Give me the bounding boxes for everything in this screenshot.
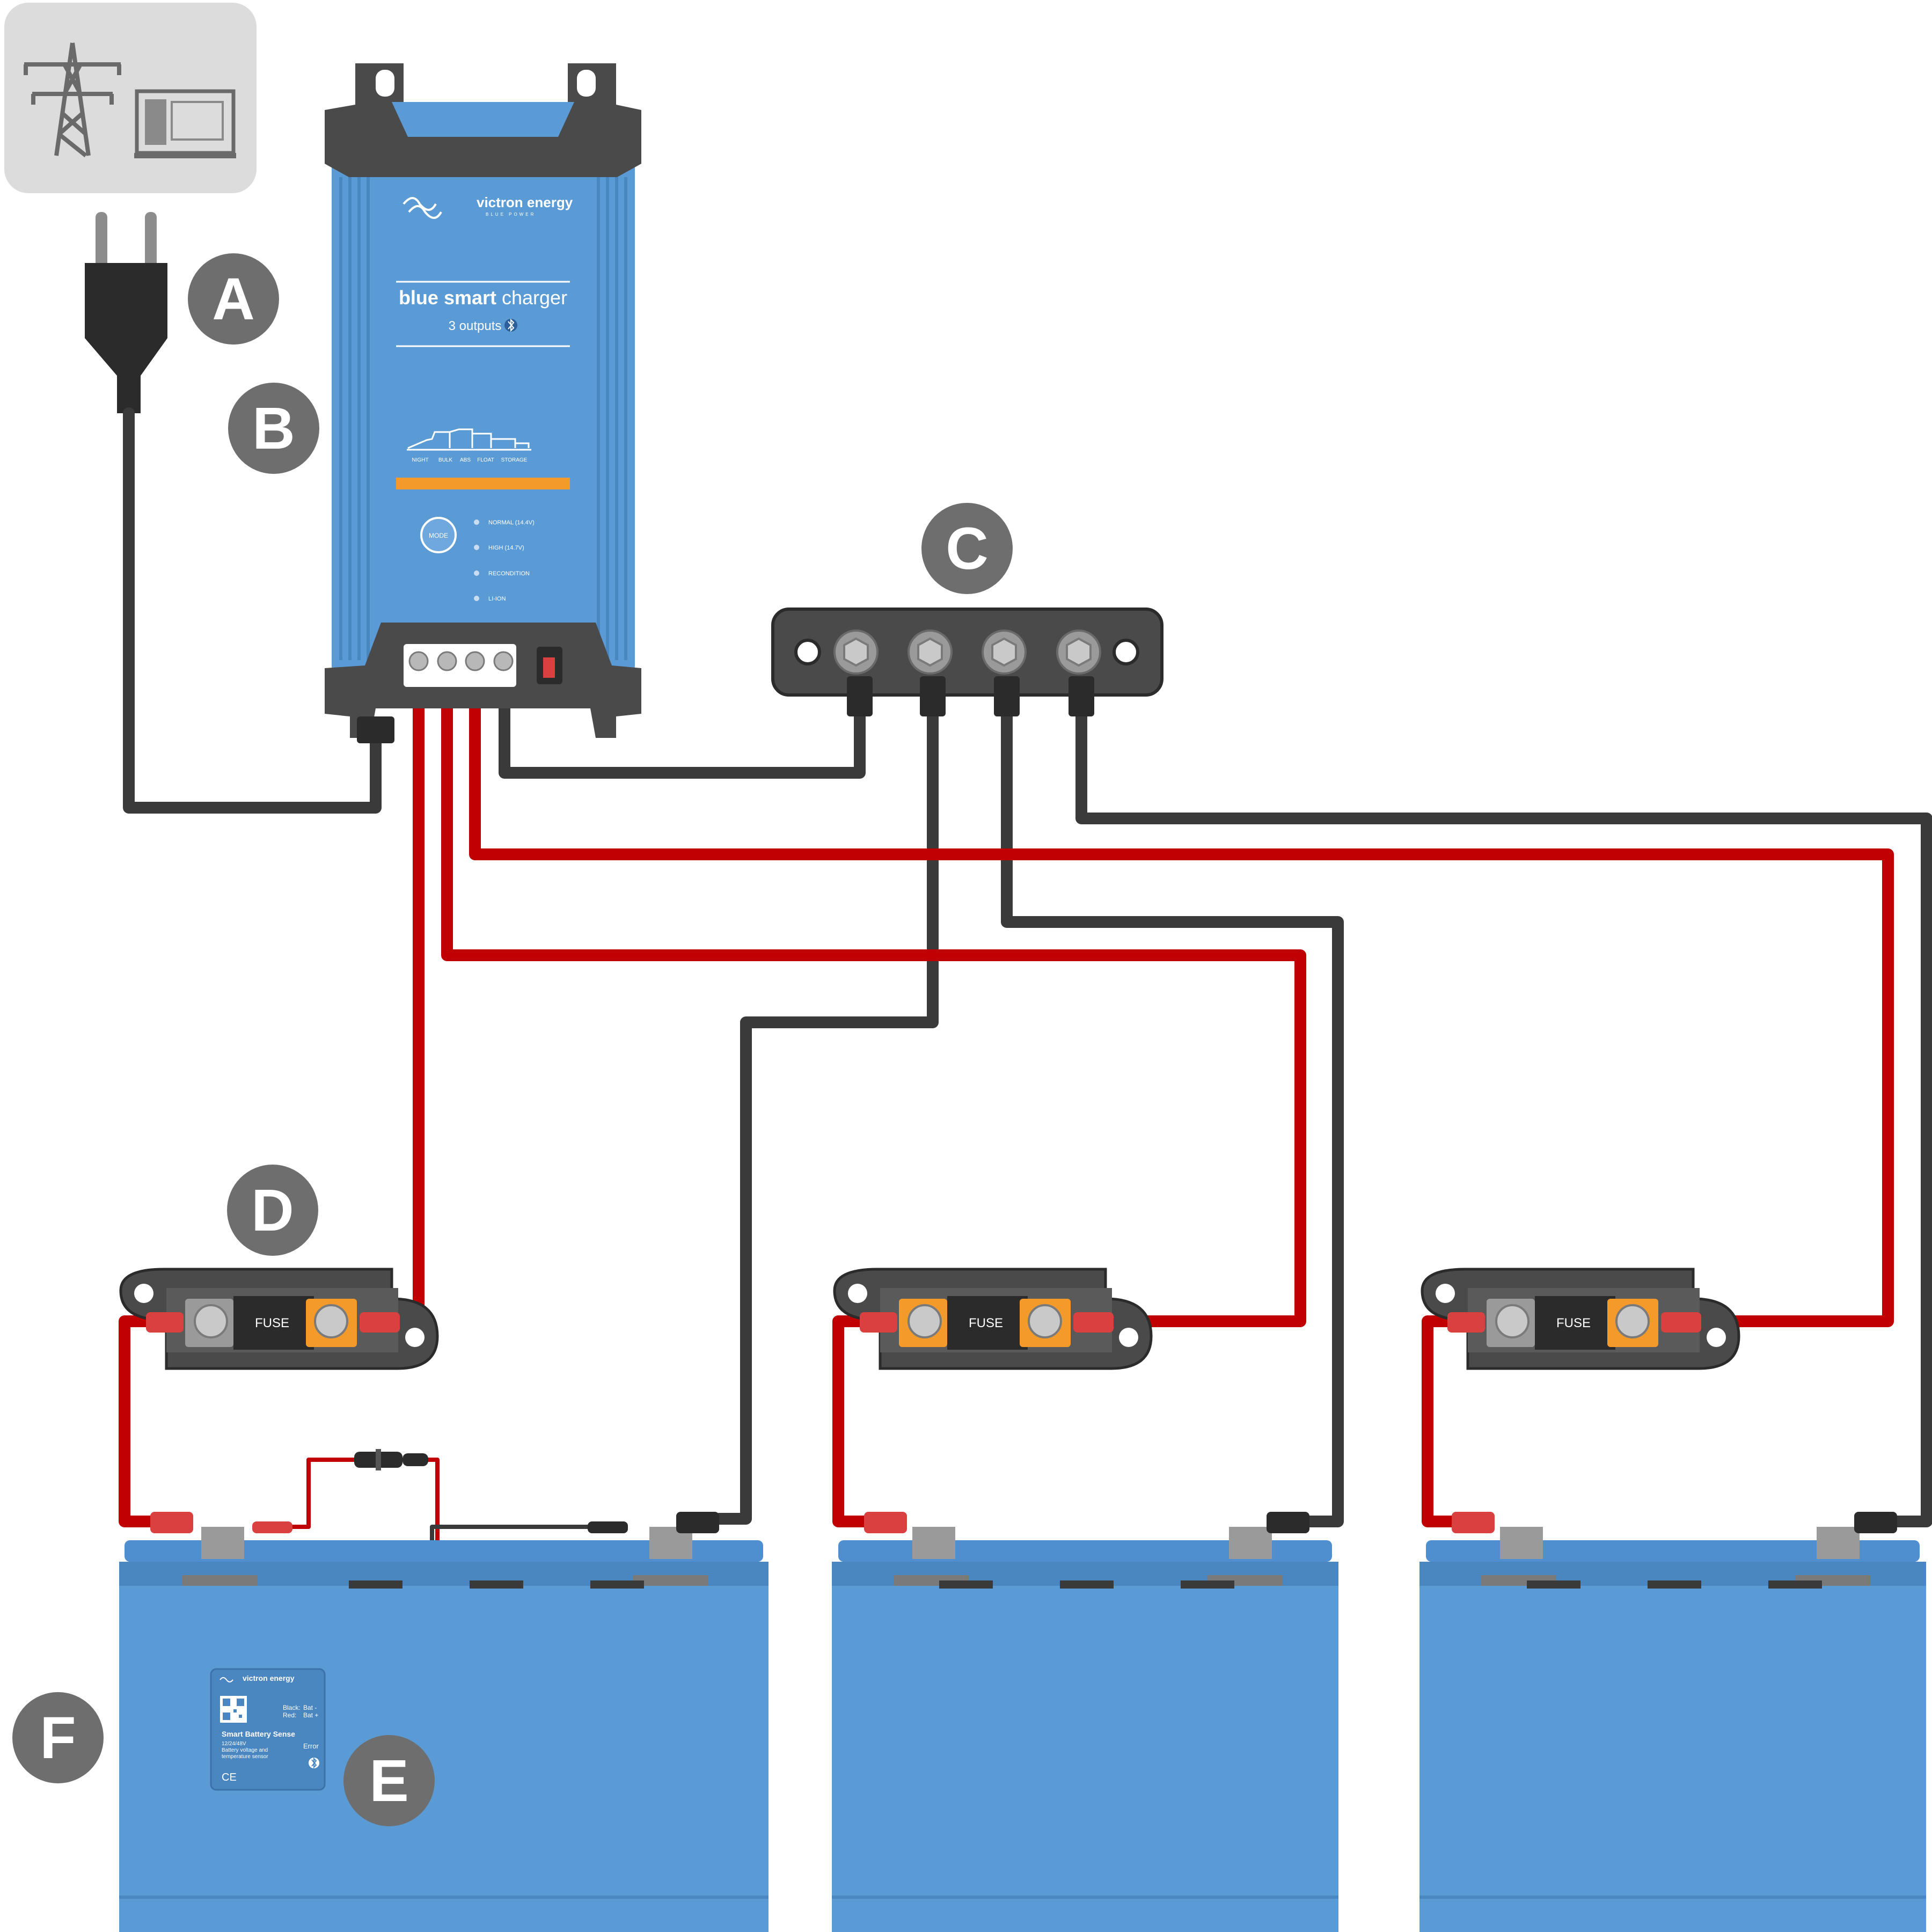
sense-ring-black	[588, 1521, 628, 1533]
neg-busbar-bat1	[713, 702, 939, 1525]
fuse-holder-1: FUSE	[119, 1268, 439, 1370]
mode-button-label: MODE	[429, 532, 448, 539]
terminal-1-sign: +	[412, 671, 425, 690]
ac-cord	[123, 407, 382, 814]
charger-brand: victron energy	[477, 194, 573, 210]
terminal-2-sign: +	[440, 671, 453, 690]
victron-logo-icon	[402, 197, 442, 219]
fuse-3-label: FUSE	[1556, 1316, 1591, 1330]
stage-storage: STORAGE	[501, 457, 528, 463]
callout-b: B	[228, 383, 319, 474]
sense-inline-fuse	[354, 1449, 428, 1470]
fuse-2-label: FUSE	[969, 1316, 1003, 1330]
callout-c-label: C	[946, 516, 988, 582]
callout-b-label: B	[252, 396, 295, 462]
pos-fuse1-bat1	[119, 1315, 156, 1527]
mode-button[interactable]	[420, 517, 457, 553]
sense-bat-plus: Bat +	[303, 1711, 318, 1719]
sense-desc-2: temperature sensor	[222, 1754, 268, 1760]
pos-fuse2-bat2	[832, 1315, 870, 1527]
battery-3	[1419, 1512, 1926, 1932]
pos-charger-fuse2	[441, 692, 1306, 1327]
sense-error: Error	[303, 1742, 319, 1750]
pos-charger-fuse1	[394, 692, 425, 1331]
sense-voltage: 12/24/48V	[222, 1741, 246, 1747]
callout-a: A	[188, 253, 279, 345]
callout-a-label: A	[212, 266, 254, 332]
sense-red-label: Red:	[283, 1711, 296, 1719]
sense-ce-mark: CE	[222, 1772, 237, 1783]
callout-e: E	[343, 1735, 435, 1826]
qr-code-icon	[220, 1696, 247, 1723]
sense-ring-red	[252, 1521, 292, 1533]
battery-2	[832, 1512, 1338, 1932]
charge-curve-icon	[407, 428, 531, 451]
stage-bulk: BULK	[438, 457, 452, 463]
terminal-3-sign: +	[468, 671, 481, 690]
mains-plug-icon	[85, 212, 167, 413]
sense-name: Smart Battery Sense	[222, 1730, 295, 1738]
callout-d: D	[227, 1165, 318, 1256]
stage-float: FLOAT	[477, 457, 494, 463]
sense-desc-1: Battery voltage and	[222, 1747, 268, 1753]
battery-1	[119, 1512, 769, 1932]
charger-brand-tagline: BLUE POWER	[486, 212, 536, 217]
callout-c: C	[921, 503, 1013, 594]
pos-charger-fuse3	[469, 692, 1894, 1327]
neg-busbar-bat3	[1075, 702, 1932, 1527]
ac-source	[4, 3, 257, 193]
led-high: HIGH (14.7V)	[488, 545, 524, 551]
stage-abs: ABS	[460, 457, 471, 463]
led-li-ion: LI-ION	[488, 596, 506, 602]
fuse-1-label: FUSE	[255, 1316, 289, 1330]
neg-charger-busbar	[499, 692, 866, 779]
smart-battery-sense: victron energy Black: Bat - Red: Bat + S…	[210, 1668, 326, 1791]
generator-icon	[134, 89, 236, 158]
callout-f-label: F	[40, 1705, 76, 1771]
pos-fuse3-bat3	[1422, 1315, 1458, 1527]
neg-busbar-bat2	[1001, 702, 1344, 1527]
led-recondition: RECONDITION	[488, 570, 530, 577]
callout-e-label: E	[369, 1748, 408, 1814]
led-normal: NORMAL (14.4V)	[488, 519, 535, 526]
power-pylon-icon	[24, 42, 121, 158]
fuse-holder-2: FUSE	[833, 1268, 1153, 1370]
bluetooth-icon	[504, 318, 517, 332]
sense-black-label: Black:	[283, 1704, 301, 1711]
callout-f: F	[12, 1692, 104, 1783]
callout-d-label: D	[251, 1177, 294, 1243]
charger-subtitle: 3 outputs	[449, 319, 502, 333]
sense-brand: victron energy	[243, 1674, 295, 1682]
sense-bat-minus: Bat -	[303, 1704, 317, 1711]
blue-smart-charger: + + + − victron energy BLUE POWER blue s…	[325, 63, 641, 743]
fuse-holder-3: FUSE	[1421, 1268, 1740, 1370]
negative-busbar	[771, 608, 1163, 716]
orange-stripe	[396, 478, 570, 489]
terminal-4-sign: −	[496, 671, 510, 690]
stage-night: NIGHT	[412, 457, 428, 463]
bluetooth-icon	[309, 1757, 319, 1769]
